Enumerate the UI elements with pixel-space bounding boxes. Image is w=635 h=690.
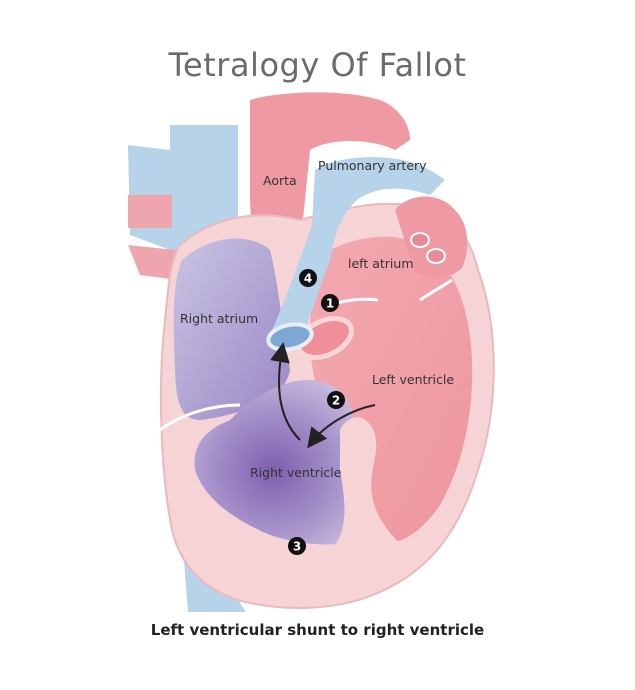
marker-2: 2 [327, 391, 345, 409]
label-left-ventricle: Left ventricle [372, 372, 454, 387]
right-atrium-chamber [173, 238, 290, 420]
left-heart-chamber [310, 236, 473, 543]
label-right-atrium: Right atrium [180, 311, 258, 326]
left-atrium-lobes [395, 196, 468, 278]
svg-text:3: 3 [293, 540, 301, 554]
shunt-arrow [307, 404, 376, 449]
pulmonary-artery [270, 157, 445, 335]
marker-4: 4 [299, 269, 317, 287]
pulmonary-vein-opening-2 [426, 248, 446, 264]
pink-vessel-left-upper [128, 195, 172, 228]
marker-1: 1 [321, 294, 339, 312]
outflow-arrow [270, 342, 301, 441]
label-right-ventricle: Right ventricle [250, 465, 342, 480]
diagram-caption: Left ventricular shunt to right ventricl… [150, 621, 485, 639]
pink-vessel-left-lower [128, 245, 178, 280]
svg-text:4: 4 [304, 272, 312, 286]
label-left-atrium: left atrium [348, 256, 414, 271]
marker-3: 3 [288, 537, 306, 555]
label-aorta: Aorta [263, 173, 297, 188]
svg-text:2: 2 [332, 394, 340, 408]
svg-text:1: 1 [326, 297, 334, 311]
tricuspid-line [159, 403, 241, 432]
mitral-line [419, 278, 453, 302]
pulmonary-vein-opening-1 [410, 232, 430, 248]
right-ventricle-chamber [194, 379, 370, 545]
ventricular-septum [330, 417, 405, 558]
label-pulmonary-artery: Pulmonary artery [318, 158, 427, 173]
aortic-opening [296, 316, 354, 360]
diagram-title: Tetralogy Of Fallot [168, 46, 467, 84]
